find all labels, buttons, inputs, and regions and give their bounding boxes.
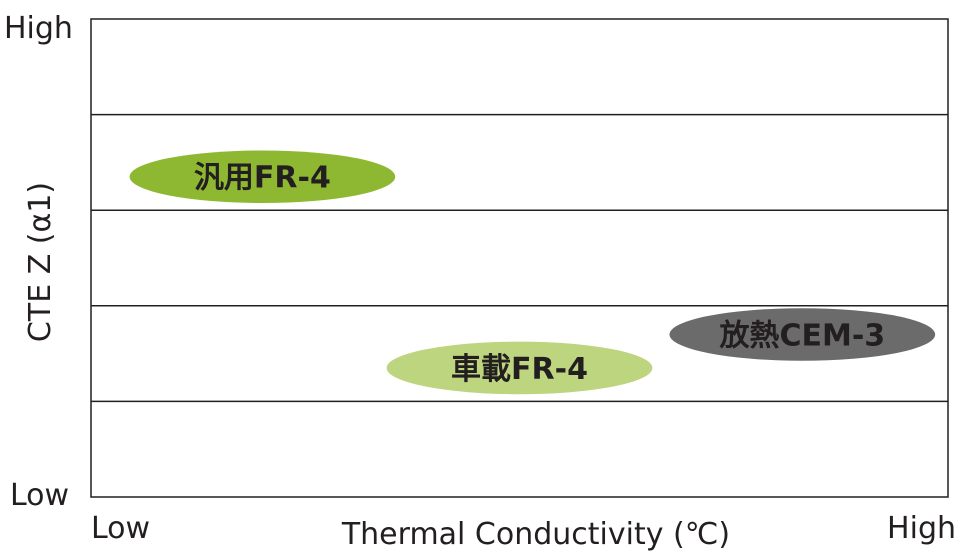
data-point: 車載FR-4 [386, 341, 653, 395]
x-tick-high: High [887, 511, 956, 546]
grid-lines [91, 113, 948, 403]
data-point-label: 放熱CEM-3 [718, 318, 885, 353]
data-point-label: 車載FR-4 [451, 352, 588, 387]
data-point-label: 汎用FR-4 [194, 161, 331, 196]
x-axis-label: Thermal Conductivity (℃) [341, 517, 730, 552]
data-point-ellipse [129, 150, 396, 204]
x-tick-low: Low [91, 511, 150, 546]
data-point-ellipse [386, 341, 653, 395]
data-point-ellipse [669, 308, 936, 361]
data-point: 汎用FR-4 [129, 150, 396, 204]
y-tick-high: High [4, 11, 73, 46]
y-axis-label: CTE Z (α1) [23, 182, 58, 342]
y-tick-low: Low [10, 478, 69, 513]
data-point: 放熱CEM-3 [669, 308, 936, 361]
data-points: 汎用FR-4 車載FR-4 放熱CEM-3 [129, 150, 936, 395]
plot-area-frame [90, 18, 949, 498]
